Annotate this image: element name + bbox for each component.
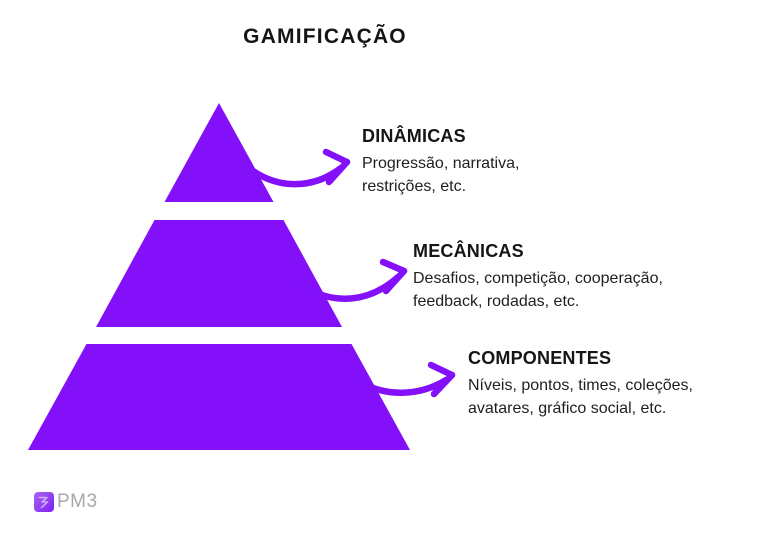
pyramid-level-dinamicas (164, 103, 274, 202)
section-dinamicas-heading: DINÂMICAS (362, 126, 466, 146)
section-mecanicas: MECÂNICAS Desafios, competição, cooperaç… (413, 241, 663, 313)
section-componentes-line1: Níveis, pontos, times, coleções, (468, 377, 693, 394)
section-componentes-heading: COMPONENTES (468, 348, 612, 368)
pyramid-level-componentes (28, 344, 410, 450)
arrow-componentes-icon (353, 361, 456, 398)
section-componentes: COMPONENTES Níveis, pontos, times, coleç… (468, 348, 693, 420)
pm3-logo: PM3 (34, 491, 98, 513)
section-mecanicas-line2: feedback, rodadas, etc. (413, 293, 580, 310)
arrow-dinamicas-icon (241, 148, 351, 188)
section-dinamicas-line1: Progressão, narrativa, (362, 155, 520, 172)
section-dinamicas: DINÂMICAS Progressão, narrativa, restriç… (362, 126, 519, 198)
pm3-logo-text: PM3 (57, 491, 98, 512)
section-dinamicas-line2: restrições, etc. (362, 178, 467, 195)
pyramid-level-mecanicas (96, 220, 342, 327)
pm3-logo-icon (34, 492, 54, 512)
arrow-mecanicas-icon (299, 258, 408, 302)
section-mecanicas-heading: MECÂNICAS (413, 241, 524, 261)
section-mecanicas-line1: Desafios, competição, cooperação, (413, 270, 663, 287)
section-componentes-line2: avatares, gráfico social, etc. (468, 400, 667, 417)
page-title: GAMIFICAÇÃO (243, 25, 407, 48)
